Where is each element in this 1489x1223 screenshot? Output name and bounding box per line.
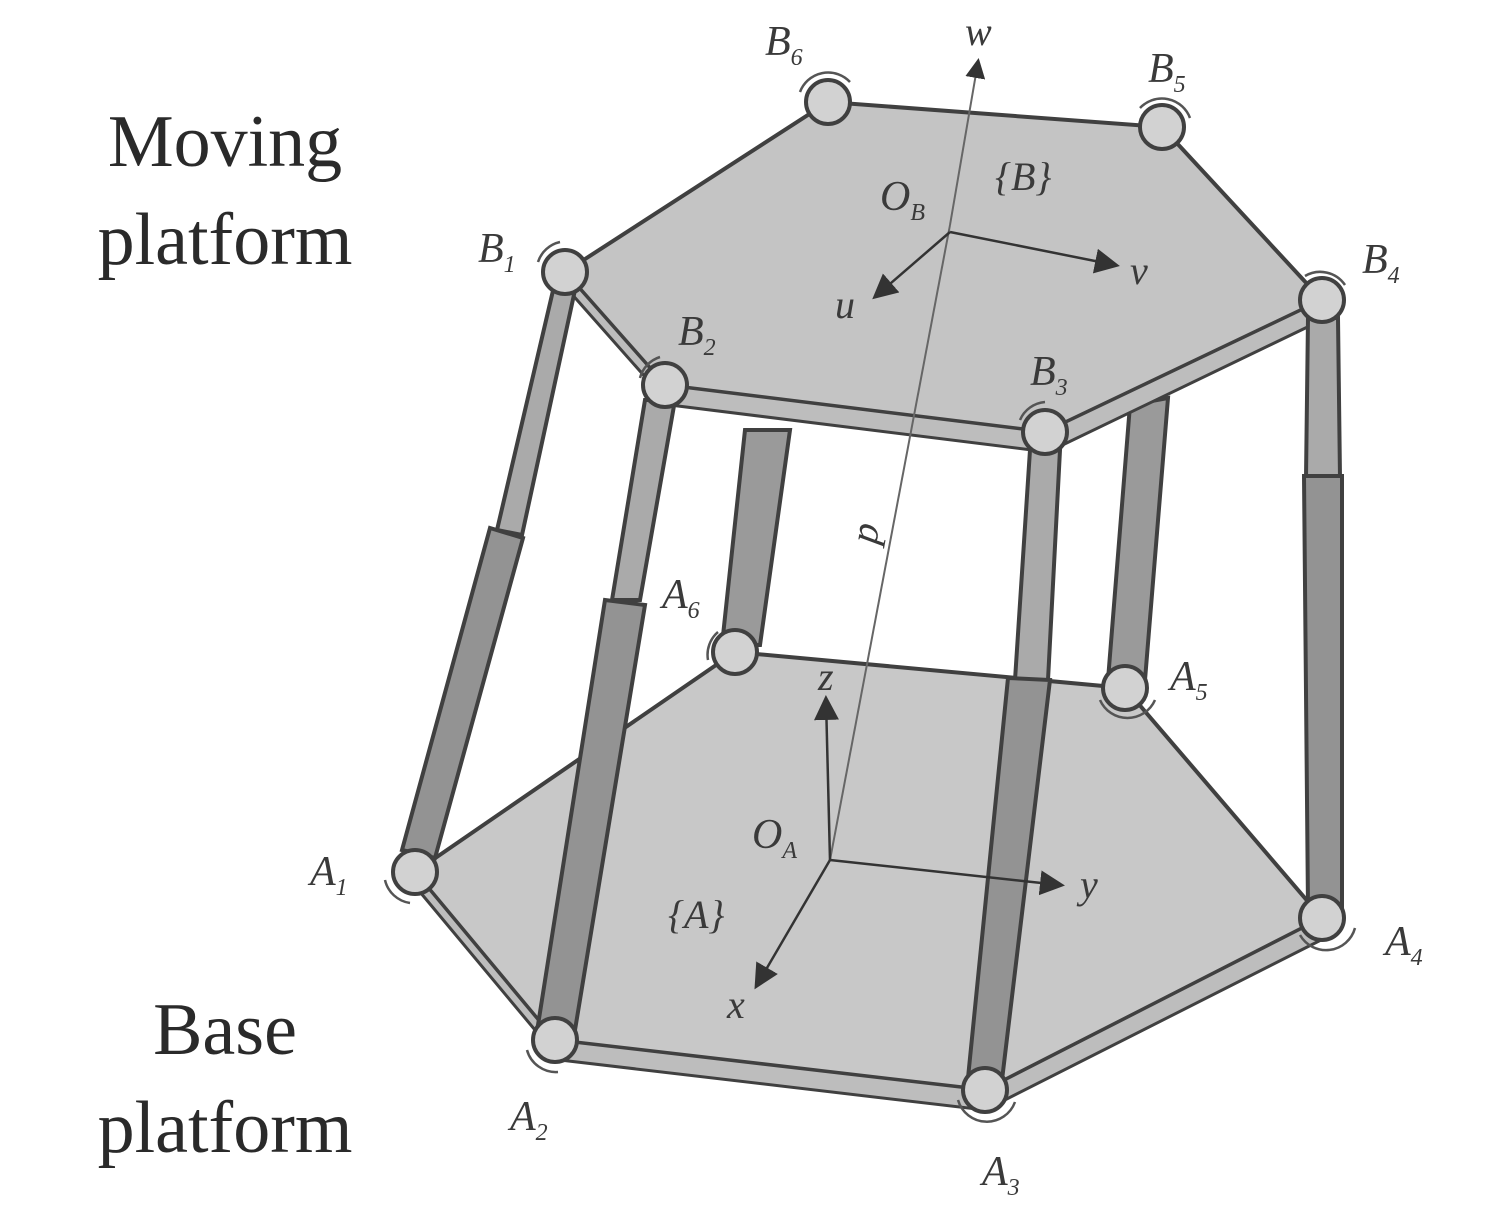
y-axis-arrow [829, 858, 1065, 896]
joint-a6 [711, 628, 759, 676]
label-a2: A2 [507, 1094, 548, 1146]
joint-b2 [641, 361, 689, 409]
joint-a4 [1298, 894, 1346, 942]
leg-a5-b5 [1105, 395, 1171, 682]
joint-b3 [1021, 408, 1069, 456]
joints [391, 78, 1346, 1114]
label-b1: B1 [478, 226, 516, 278]
label-a1: A1 [307, 849, 348, 901]
joint-a3 [961, 1066, 1009, 1114]
joint-b5 [1138, 103, 1186, 151]
label-vector-p: p [840, 519, 888, 549]
moving-platform-label-line1: Moving [108, 101, 342, 183]
label-frame-b: {B} [995, 154, 1051, 199]
position-vector-p [829, 224, 951, 861]
joint-b4 [1298, 276, 1346, 324]
v-axis-arrow [949, 230, 1120, 274]
label-origin-b: OB [880, 174, 925, 226]
joint-a5 [1101, 664, 1149, 712]
label-axis-x: x [726, 982, 745, 1027]
label-axis-u: u [835, 282, 855, 327]
label-b2: B2 [678, 309, 716, 361]
joint-b6 [804, 78, 852, 126]
label-b4: B4 [1362, 237, 1400, 289]
u-axis-arrow [872, 231, 951, 300]
w-axis-arrow [949, 58, 986, 226]
z-axis-arrow [814, 695, 839, 861]
label-axis-v: v [1130, 248, 1148, 293]
label-a4: A4 [1382, 919, 1423, 971]
back-legs [719, 395, 1171, 682]
label-axis-z: z [817, 654, 834, 699]
moving-platform [563, 100, 1324, 455]
label-origin-a: OA [752, 812, 797, 864]
base-platform-label-line2: platform [98, 1087, 353, 1169]
label-b5: B5 [1148, 46, 1186, 98]
label-frame-a: {A} [668, 892, 724, 937]
label-a6: A6 [659, 572, 700, 624]
label-a3: A3 [979, 1149, 1020, 1201]
joint-b1 [541, 248, 589, 296]
base-platform [413, 650, 1327, 1113]
leg-a6-b6 [719, 428, 793, 647]
joint-a1 [391, 848, 439, 896]
label-a5: A5 [1167, 654, 1208, 706]
label-b3: B3 [1030, 349, 1068, 401]
joint-socket-arcs [383, 71, 1357, 1123]
leg-a1-b1 [399, 279, 578, 861]
label-axis-y: y [1076, 862, 1098, 907]
label-axis-w: w [965, 9, 992, 54]
label-b6: B6 [765, 19, 803, 71]
x-axis-arrow [754, 859, 832, 990]
base-platform-label-line1: Base [153, 989, 297, 1071]
joint-a2 [531, 1016, 579, 1064]
leg-a4-b4 [1301, 316, 1344, 910]
moving-platform-label-line2: platform [98, 199, 353, 281]
